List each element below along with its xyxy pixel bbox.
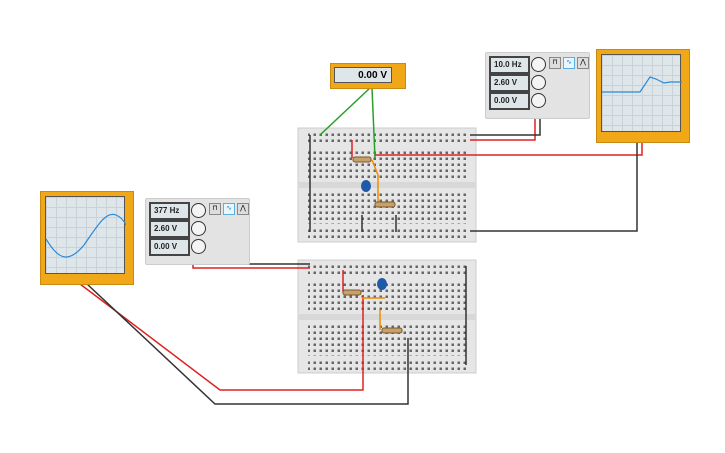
multimeter-display: 0.00 V xyxy=(334,67,392,83)
oscilloscope-left[interactable] xyxy=(40,191,134,285)
waveform-trace xyxy=(602,76,682,93)
wires xyxy=(79,87,643,405)
oscilloscope-screen xyxy=(45,196,126,274)
offset-display: 0.00 V xyxy=(489,92,530,110)
resistor[interactable] xyxy=(342,289,362,296)
frequency-display: 377 Hz xyxy=(149,202,190,220)
frequency-knob[interactable] xyxy=(531,57,546,72)
multimeter[interactable]: 0.00 V xyxy=(330,63,406,89)
breadboard-top[interactable] xyxy=(297,127,477,243)
offset-knob[interactable] xyxy=(531,93,546,108)
resistor[interactable] xyxy=(381,327,403,334)
amplitude-display: 2.60 V xyxy=(149,220,190,238)
offset-display: 0.00 V xyxy=(149,238,190,256)
capacitor[interactable] xyxy=(377,278,387,290)
oscilloscope-screen xyxy=(601,54,682,132)
resistor[interactable] xyxy=(352,156,372,163)
function-generator-top[interactable]: 10.0 Hz 2.60 V 0.00 V ⊓ ∿ ⋀ xyxy=(485,52,590,119)
resistor[interactable] xyxy=(374,201,396,208)
square-wave-button[interactable]: ⊓ xyxy=(209,203,221,215)
oscilloscope-top[interactable] xyxy=(596,49,690,143)
breadboard-bottom[interactable] xyxy=(297,259,477,374)
waveform-trace xyxy=(46,213,126,258)
triangle-wave-button[interactable]: ⋀ xyxy=(237,203,249,215)
probe-wire-green xyxy=(319,87,371,136)
sine-wave-button[interactable]: ∿ xyxy=(223,203,235,215)
amplitude-display: 2.60 V xyxy=(489,74,530,92)
function-generator-left[interactable]: 377 Hz 2.60 V 0.00 V ⊓ ∿ ⋀ xyxy=(145,198,250,265)
amplitude-knob[interactable] xyxy=(531,75,546,90)
sine-wave-button[interactable]: ∿ xyxy=(563,57,575,69)
frequency-knob[interactable] xyxy=(191,203,206,218)
amplitude-knob[interactable] xyxy=(191,221,206,236)
offset-knob[interactable] xyxy=(191,239,206,254)
capacitor[interactable] xyxy=(361,180,371,192)
triangle-wave-button[interactable]: ⋀ xyxy=(577,57,589,69)
square-wave-button[interactable]: ⊓ xyxy=(549,57,561,69)
frequency-display: 10.0 Hz xyxy=(489,56,530,74)
probe-wire-green xyxy=(371,87,376,159)
